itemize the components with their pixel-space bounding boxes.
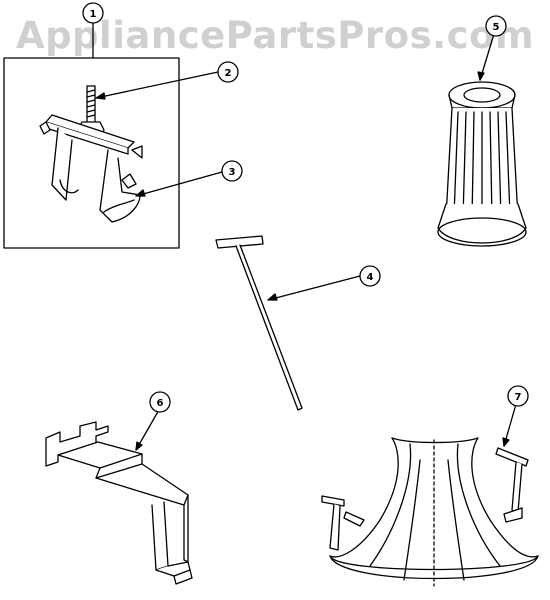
callout-2: 2 [217, 61, 239, 83]
agitator-base [321, 437, 539, 587]
callout-3: 3 [221, 160, 243, 182]
arrow-head-4 [267, 293, 278, 301]
callout-2-label: 2 [225, 68, 232, 79]
leader-line-3 [135, 171, 223, 197]
puller-tool [39, 85, 143, 223]
callout-6-label: 6 [157, 398, 164, 409]
callout-1-label: 1 [90, 9, 97, 20]
arrow-head-5 [477, 71, 485, 81]
arrow-head-2 [95, 92, 106, 100]
callout-3-label: 3 [229, 167, 236, 178]
callout-4: 4 [359, 265, 381, 287]
bent-bracket [45, 421, 193, 585]
callout-7: 7 [507, 385, 529, 407]
callout-6: 6 [149, 391, 171, 413]
leader-line-4 [267, 275, 361, 301]
part-1-group-box [3, 57, 180, 249]
callout-5-label: 5 [493, 22, 500, 33]
leader-line-2 [95, 71, 219, 99]
callout-1: 1 [82, 2, 104, 24]
arrow-head-6 [135, 441, 143, 451]
t-handle-rod [215, 235, 303, 411]
watermark-logo: AppliancePartsPros.com [15, 14, 535, 57]
callout-7-label: 7 [515, 392, 522, 403]
callout-4-label: 4 [367, 272, 374, 283]
arrow-head-7 [502, 437, 510, 447]
arrow-head-3 [135, 189, 146, 197]
callout-5: 5 [485, 15, 507, 37]
leader-line-6 [135, 407, 161, 451]
filter-cylinder [437, 81, 527, 247]
